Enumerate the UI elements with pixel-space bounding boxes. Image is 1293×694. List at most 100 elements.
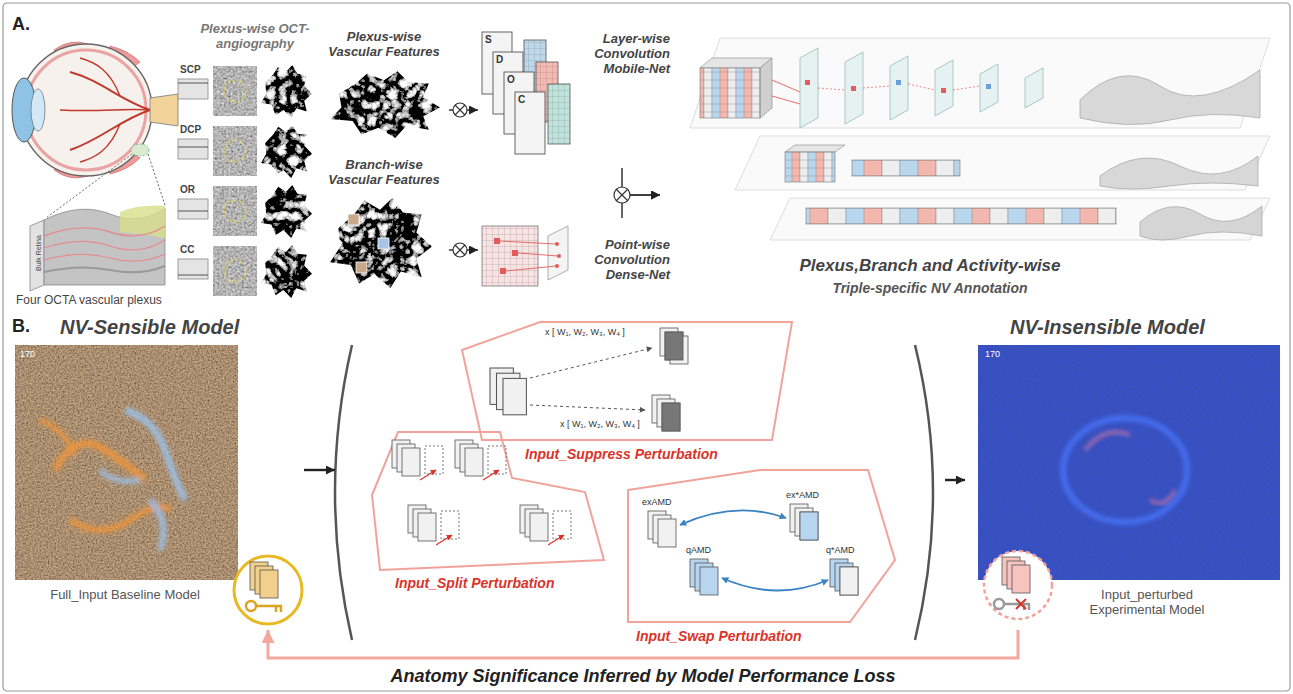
perturbed-image bbox=[994, 599, 1030, 610]
baseline-image bbox=[15, 345, 238, 580]
annotation-illustration bbox=[785, 145, 845, 152]
octa-rows bbox=[178, 147, 208, 148]
split-illustration bbox=[436, 535, 452, 545]
model-panel: NV-Sensible Model170Full_Input Baseline … bbox=[12, 314, 304, 630]
octa-rows bbox=[178, 211, 208, 212]
swap-illustration bbox=[648, 511, 676, 547]
class-tag: ex*AMD bbox=[786, 490, 819, 500]
class-tag: exAMD bbox=[642, 497, 672, 507]
dense-grid bbox=[518, 253, 558, 256]
swap-illustration bbox=[722, 578, 828, 591]
perturbation-group: Input_Swap PerturbationexAMDex*AMDqAMDq*… bbox=[615, 465, 945, 650]
plexus-name: OR bbox=[180, 184, 195, 196]
split-illustration bbox=[520, 505, 548, 541]
suppress-illustration bbox=[662, 403, 680, 431]
annotation-illustration bbox=[851, 86, 856, 91]
eye-illustration bbox=[131, 144, 149, 156]
split-illustration bbox=[392, 440, 420, 476]
split-illustration bbox=[408, 505, 436, 541]
annotation-illustration bbox=[772, 96, 800, 104]
octa-rows bbox=[178, 83, 208, 84]
connector bbox=[945, 479, 965, 481]
baseline-image bbox=[256, 606, 282, 612]
annotation-illustration bbox=[863, 86, 890, 88]
feature-images bbox=[356, 262, 367, 273]
eye-illustration bbox=[60, 109, 150, 110]
swap-illustration bbox=[628, 470, 895, 622]
octa-rows bbox=[213, 246, 257, 296]
multiply-symbol bbox=[453, 243, 467, 257]
eye-illustration bbox=[20, 44, 152, 176]
annotation-illustration bbox=[896, 80, 901, 85]
feature-images bbox=[378, 238, 389, 249]
feature-images bbox=[328, 70, 440, 138]
annotation-illustration bbox=[953, 86, 980, 90]
layer-stack bbox=[548, 84, 570, 144]
model-panel: NV-Insensible Model170Input_perturbed Ex… bbox=[965, 314, 1283, 630]
split-illustration bbox=[425, 446, 443, 474]
octa-rows bbox=[224, 80, 246, 102]
perturbed-image bbox=[978, 345, 1280, 619]
annotation-illustration bbox=[785, 152, 835, 182]
octa-rows bbox=[224, 140, 246, 162]
frame-number: 170 bbox=[20, 349, 35, 359]
dense-grid bbox=[557, 254, 561, 258]
annotation-illustration bbox=[852, 160, 960, 176]
panel-letter: B. bbox=[12, 316, 30, 337]
layer-stack bbox=[482, 32, 570, 154]
multiply-symbol bbox=[453, 103, 630, 257]
eye-illustration bbox=[46, 154, 132, 218]
plexus-name: SCP bbox=[180, 64, 201, 76]
layer-letter: S bbox=[485, 34, 492, 46]
baseline-image bbox=[250, 562, 278, 598]
eye-illustration bbox=[148, 154, 165, 205]
annotation-model: Plexus,Branch and Activity-wiseTriple-sp… bbox=[660, 30, 1282, 302]
layer-tag: Bulk Retina bbox=[35, 228, 43, 278]
panel-letter: A. bbox=[12, 14, 30, 35]
model-title: NV-Sensible Model bbox=[60, 316, 239, 339]
class-tag: qAMD bbox=[686, 545, 711, 555]
feature-title: Branch-wise Vascular Features bbox=[322, 158, 446, 188]
split-illustration bbox=[441, 511, 459, 539]
dense-grid bbox=[494, 238, 500, 244]
frame-number: 170 bbox=[985, 349, 1000, 359]
perturbed-image bbox=[1085, 432, 1130, 450]
octa-rows bbox=[260, 244, 312, 298]
annotation-illustration bbox=[690, 38, 1270, 240]
annotation-illustration bbox=[1100, 156, 1258, 189]
eye-illustration bbox=[80, 58, 120, 96]
oct-slab bbox=[44, 254, 165, 261]
eye-illustration bbox=[150, 94, 178, 126]
baseline-image bbox=[40, 420, 75, 455]
swap-illustration bbox=[680, 510, 786, 525]
dense-grid bbox=[482, 226, 538, 286]
annotation-illustration bbox=[760, 58, 772, 118]
suppress-illustration bbox=[462, 322, 792, 440]
multiply-symbol bbox=[616, 189, 628, 201]
model-title: NV-Insensible Model bbox=[1010, 316, 1205, 339]
dense-grid bbox=[500, 268, 506, 274]
annotation-illustration bbox=[845, 52, 863, 124]
annotation-illustration bbox=[1025, 68, 1043, 108]
conv-block: Point-wise Convolution Dense-Net bbox=[478, 218, 673, 294]
annotation-illustration bbox=[700, 58, 772, 68]
suppress-illustration bbox=[530, 348, 652, 378]
annotation-title: Plexus,Branch and Activity-wise bbox=[690, 256, 1170, 276]
annotation-illustration bbox=[1140, 206, 1262, 240]
octa-rows bbox=[213, 126, 257, 176]
multiply-symbol bbox=[455, 245, 465, 255]
figure-caption: Four OCTA vascular plexus bbox=[16, 294, 162, 308]
split-illustration bbox=[420, 470, 436, 480]
baseline-image bbox=[40, 410, 185, 550]
oct-slab bbox=[44, 240, 165, 250]
baseline-image bbox=[246, 601, 282, 612]
octa-rows bbox=[178, 275, 208, 276]
annotation-illustration bbox=[806, 208, 1116, 224]
figure-frame bbox=[3, 3, 1290, 691]
suppress-illustration bbox=[665, 332, 683, 360]
suppress-illustration bbox=[660, 328, 688, 364]
baseline-image bbox=[125, 410, 185, 500]
perturbation-group: Input_Suppress Perturbationx [ W₁, W₂, W… bbox=[450, 318, 800, 466]
layer-letter: C bbox=[518, 94, 525, 106]
